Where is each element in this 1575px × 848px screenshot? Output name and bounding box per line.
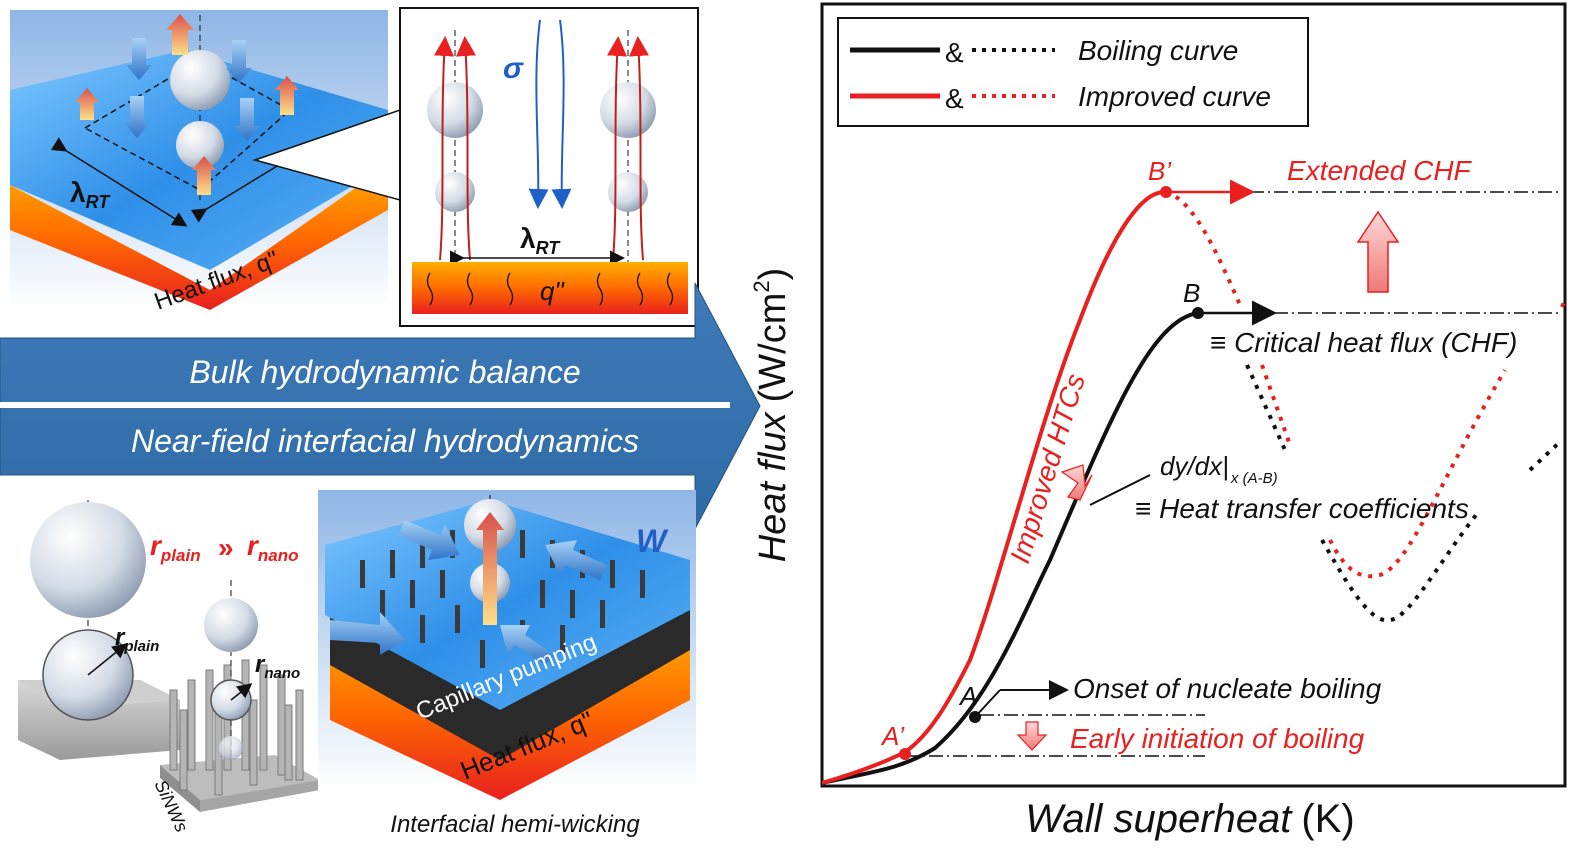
vapor-arrow-icon <box>275 76 299 115</box>
much-greater-sign: » <box>218 532 234 563</box>
early-initiation-label: Early initiation of boiling <box>1070 723 1365 754</box>
improved-curve-dotted <box>1165 190 1242 306</box>
extended-chf-label: Extended CHF <box>1287 155 1473 186</box>
x-axis-label: Wall superheat(K) <box>1025 797 1354 841</box>
point-a <box>969 711 981 723</box>
htc-label: ≡ Heat transfer coefficients <box>1135 493 1469 524</box>
inset-q-label: q" <box>540 276 565 306</box>
plot-frame <box>820 2 1567 788</box>
liquid-arrow-icon <box>226 40 252 83</box>
legend-boiling-curve: Boiling curve <box>1078 35 1238 66</box>
boiling-curve-dotted <box>1245 364 1287 451</box>
chf-label: ≡ Critical heat flux (CHF) <box>1210 327 1517 358</box>
sigma-label: σ <box>503 52 524 85</box>
boiling-curve-chart: Heat flux(W/cm2) Wall superheat(K) & Boi… <box>749 2 1567 841</box>
r-plain-label: rplain <box>115 624 159 655</box>
wicking-arrow-icon <box>330 612 405 655</box>
r-plain-vs-label: rplain <box>150 530 201 565</box>
label-a-prime: A’ <box>880 721 905 751</box>
near-field-label: Near-field interfacial hydrodynamics <box>131 423 639 459</box>
point-a-prime <box>899 748 911 760</box>
bubble <box>204 598 258 652</box>
sinw-layer <box>330 580 690 760</box>
heater-slab <box>330 620 690 800</box>
inset-panel: σ λRT q" <box>252 7 699 327</box>
label-b-prime: B’ <box>1148 156 1172 186</box>
hemi-wicking-caption: Interfacial hemi-wicking <box>390 811 640 838</box>
bulk-balance-label: Bulk hydrodynamic balance <box>189 354 580 390</box>
onb-label: Onset of nucleate boiling <box>1073 673 1382 704</box>
legend-improved-curve: Improved curve <box>1078 81 1271 112</box>
bubble <box>427 82 483 138</box>
bubble <box>608 172 648 212</box>
early-boiling-down-arrow-icon <box>1016 721 1048 751</box>
wicking-arrow-icon <box>500 625 555 665</box>
vapor-arrow-icon <box>166 14 194 55</box>
r-nano-label: rnano <box>255 651 300 682</box>
wicking-arrow-icon <box>545 540 607 580</box>
point-b-prime <box>1160 186 1172 198</box>
point-b <box>1192 307 1204 319</box>
w-label: W <box>636 523 669 559</box>
vapor-arrow-icon <box>75 88 99 120</box>
legend: & Boiling curve & Improved curve <box>837 17 1309 127</box>
bubble <box>30 502 146 618</box>
heater-slab <box>10 165 388 310</box>
bubble <box>170 50 230 110</box>
water-layer <box>325 500 690 710</box>
label-a: A <box>958 681 977 711</box>
svg-text:&: & <box>945 83 964 114</box>
extended-chf-up-arrow-icon <box>1356 210 1400 293</box>
hydrodynamics-arrow: Bulk hydrodynamic balance Near-field int… <box>0 282 761 530</box>
r-nano-vs-label: rnano <box>247 530 299 565</box>
bubble-radius-comparison: rplain rplain » rnano rnano SiNWs <box>18 500 320 835</box>
y-axis-label: Heat flux(W/cm2) <box>749 268 794 563</box>
wicking-arrow-icon <box>398 520 460 560</box>
svg-text:&: & <box>945 37 964 68</box>
vapor-arrow-icon <box>476 512 504 625</box>
hemi-wicking-illustration: W Capillary pumping Heat flux, q" Interf… <box>318 490 696 838</box>
bubble <box>600 82 656 138</box>
boiling-curve-black <box>821 311 1199 785</box>
lambda-label: λRT <box>70 177 111 212</box>
bubble <box>435 172 475 212</box>
liquid-arrow-icon <box>126 38 152 80</box>
inset-heater <box>412 262 688 314</box>
htc-up-arrow-icon <box>1060 464 1093 501</box>
liquid-arrow-icon <box>234 98 260 141</box>
inset-lambda-label: λRT <box>520 223 561 258</box>
dydx-label: dy/dx|x (A-B) <box>1160 451 1278 487</box>
liquid-arrow-icon <box>124 96 150 138</box>
label-b: B <box>1183 278 1200 308</box>
